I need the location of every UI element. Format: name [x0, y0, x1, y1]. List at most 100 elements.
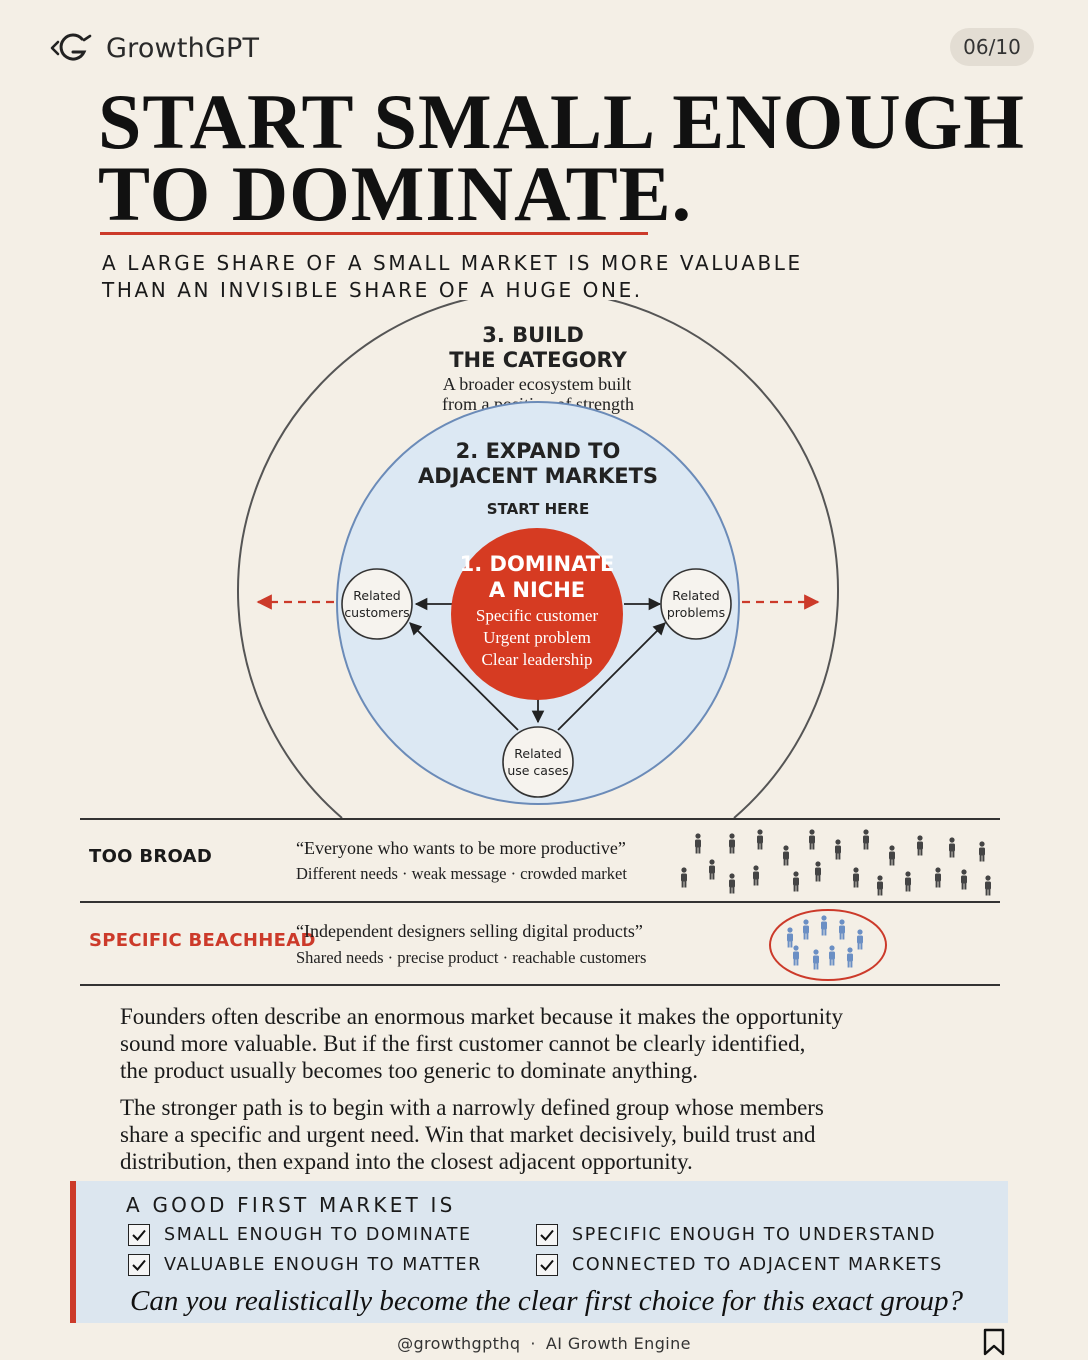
node-customers-line-2: customers [344, 605, 409, 620]
checklist-item-label: SPECIFIC ENOUGH TO UNDERSTAND [572, 1225, 937, 1245]
node-use-cases-line-2: use cases [507, 763, 568, 778]
subtitle-line-2: THAN AN INVISIBLE SHARE OF A HUGE ONE. [102, 278, 643, 302]
person-icon [835, 839, 841, 860]
checkbox-checked-icon [128, 1254, 150, 1276]
specific-beachhead-label: SPECIFIC BEACHHEAD [89, 930, 316, 951]
bookmark-icon[interactable] [982, 1328, 1006, 1356]
subtitle: A LARGE SHARE OF A SMALL MARKET IS MORE … [102, 250, 803, 304]
node-problems-line-1: Related [672, 588, 719, 603]
start-here-label: START HERE [487, 500, 589, 518]
too-broad-desc: Different needs · weak message · crowded… [296, 864, 627, 883]
callout-heading: A GOOD FIRST MARKET IS [126, 1193, 456, 1217]
body-paragraph-2: The stronger path is to begin with a nar… [120, 1094, 920, 1175]
arrow-use-cases-to-problems [557, 622, 666, 731]
middle-title-line-1: 2. EXPAND TO [456, 439, 621, 463]
page-counter: 06/10 [950, 28, 1034, 66]
scattered-crowd-icon [681, 829, 991, 896]
title-line-2: TO DOMINATE. [98, 150, 693, 237]
person-icon [863, 829, 869, 850]
outer-title-line-2: THE CATEGORY [449, 348, 627, 372]
specific-beachhead-quote: “Independent designers selling digital p… [296, 921, 643, 941]
core-line-3: Clear leadership [482, 650, 593, 669]
footer-tagline: AI Growth Engine [545, 1334, 691, 1353]
node-customers-line-1: Related [353, 588, 400, 603]
specific-beachhead-desc: Shared needs · precise product · reachab… [296, 948, 647, 967]
node-related-use-cases [502, 726, 574, 798]
person-icon [753, 865, 759, 886]
page-title: START SMALL ENOUGH TO DOMINATE. [98, 78, 1025, 237]
node-problems-line-2: problems [667, 605, 725, 620]
person-icon [787, 927, 793, 948]
body-p2-line: The stronger path is to begin with a nar… [120, 1095, 824, 1120]
divider [80, 901, 1000, 903]
too-broad-quote: “Everyone who wants to be more productiv… [296, 838, 626, 858]
divider [80, 818, 1000, 820]
market-expansion-diagram: 3. BUILD THE CATEGORY A broader ecosyste… [237, 300, 839, 819]
title-line-1: START SMALL ENOUGH [98, 78, 1025, 165]
checklist-item: SMALL ENOUGH TO DOMINATE [128, 1224, 472, 1246]
too-broad-label: TOO BROAD [89, 846, 213, 867]
divider [80, 984, 1000, 986]
person-icon [729, 873, 735, 894]
person-icon [839, 919, 845, 940]
checklist-item-label: VALUABLE ENOUGH TO MATTER [164, 1255, 482, 1275]
growthgpt-logo-icon [50, 33, 92, 61]
person-icon [877, 875, 883, 896]
person-icon [905, 871, 911, 892]
person-icon [757, 829, 763, 850]
person-icon [949, 837, 955, 858]
checkbox-checked-icon [128, 1224, 150, 1246]
person-icon [815, 861, 821, 882]
core-niche-circle [451, 528, 623, 700]
checklist-item: SPECIFIC ENOUGH TO UNDERSTAND [536, 1224, 936, 1246]
checklist-item-label: SMALL ENOUGH TO DOMINATE [164, 1225, 472, 1245]
brand: GrowthGPT [46, 30, 259, 66]
person-icon [829, 945, 835, 966]
person-icon [889, 845, 895, 866]
core-title-line-2: A NICHE [489, 578, 585, 602]
node-related-problems [660, 568, 732, 640]
person-icon [985, 875, 991, 896]
footer: @growthgpthq · AI Growth Engine [0, 1334, 1088, 1353]
outer-ring-category [237, 300, 839, 819]
outer-title-line-1: 3. BUILD [482, 323, 584, 347]
body-p1-line: the product usually becomes too generic … [120, 1058, 699, 1083]
core-line-1: Specific customer [476, 606, 599, 625]
person-icon [809, 829, 815, 850]
person-icon [917, 835, 923, 856]
person-icon [857, 929, 863, 950]
footer-separator: · [530, 1334, 536, 1353]
arrow-use-cases-to-customers [409, 622, 519, 731]
person-icon [793, 945, 799, 966]
core-line-2: Urgent problem [483, 628, 591, 647]
checkbox-checked-icon [536, 1254, 558, 1276]
body-p2-line: distribution, then expand into the close… [120, 1149, 693, 1174]
good-first-market-callout: A GOOD FIRST MARKET IS SMALL ENOUGH TO D… [70, 1181, 1008, 1323]
person-icon [783, 845, 789, 866]
checklist-item-label: CONNECTED TO ADJACENT MARKETS [572, 1255, 943, 1275]
person-icon [803, 919, 809, 940]
person-icon [979, 841, 985, 862]
body-p2-line: share a specific and urgent need. Win th… [120, 1122, 816, 1147]
person-icon [961, 869, 967, 890]
checkbox-checked-icon [536, 1224, 558, 1246]
person-icon [695, 833, 701, 854]
body-p1-line: Founders often describe an enormous mark… [120, 1004, 844, 1029]
focused-group-icon [769, 909, 887, 981]
person-icon [793, 871, 799, 892]
person-icon [847, 947, 853, 968]
person-icon [729, 833, 735, 854]
subtitle-line-1: A LARGE SHARE OF A SMALL MARKET IS MORE … [102, 251, 803, 275]
title-underline [100, 232, 648, 235]
person-icon [935, 867, 941, 888]
checklist-item: CONNECTED TO ADJACENT MARKETS [536, 1254, 943, 1276]
node-related-customers [341, 568, 413, 640]
person-icon [709, 859, 715, 880]
middle-title-line-2: ADJACENT MARKETS [418, 464, 658, 488]
node-use-cases-line-1: Related [514, 746, 561, 761]
core-title-line-1: 1. DOMINATE [460, 552, 615, 576]
footer-handle[interactable]: @growthgpthq [397, 1334, 521, 1353]
brand-name: GrowthGPT [106, 32, 260, 64]
person-icon [853, 867, 859, 888]
callout-question: Can you realistically become the clear f… [130, 1285, 964, 1317]
